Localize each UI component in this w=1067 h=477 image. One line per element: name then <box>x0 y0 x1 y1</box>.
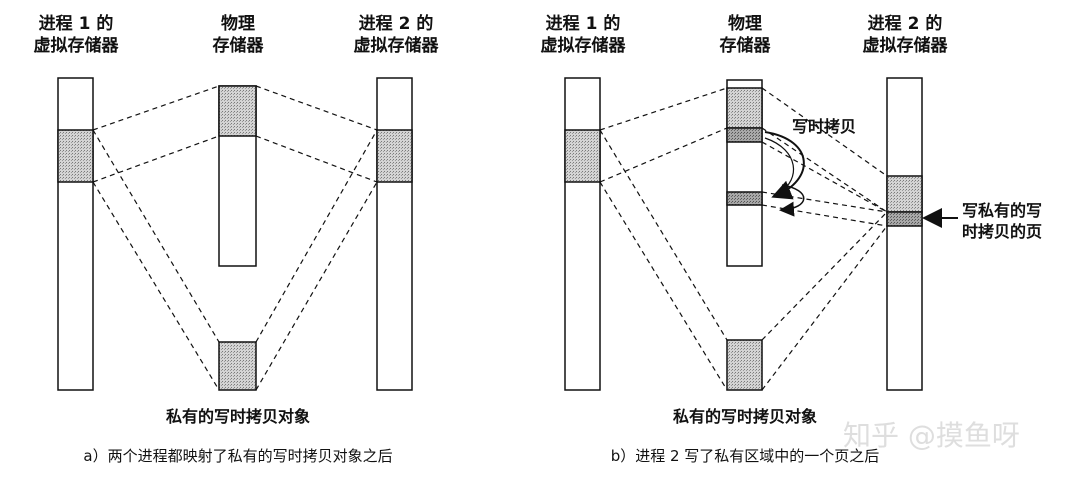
b-phys-mem-label: 物理 存储器 <box>720 13 771 57</box>
a-p2-vm-label-line2: 虚拟存储器 <box>353 36 439 56</box>
line-b7 <box>761 141 888 213</box>
a-p1-vm-label-line1: 进程 1 的 <box>38 14 114 34</box>
b-p2-vm-label-line2: 虚拟存储器 <box>862 36 948 56</box>
b-p1-vm-label-line1: 进程 1 的 <box>545 14 621 34</box>
line-a8 <box>255 181 378 391</box>
p2-vm-bar <box>376 77 413 391</box>
panel-b <box>564 77 958 391</box>
b-phys-mem-label-line1: 物理 <box>728 14 762 34</box>
line-b3 <box>599 129 728 341</box>
line-b8 <box>761 191 888 213</box>
a-phys-mem-label-line2: 存储器 <box>212 36 264 56</box>
phys-mem-page <box>218 85 257 137</box>
copy-arrow-outline <box>764 131 805 200</box>
b-p2-vm-label-line1: 进程 2 的 <box>867 14 943 34</box>
watermark: 知乎 @摸鱼呀 <box>843 419 1020 452</box>
line-a1 <box>92 85 220 131</box>
panel-a <box>57 77 413 391</box>
line-b5 <box>761 87 888 177</box>
panel-a-mapping-lines <box>92 85 378 391</box>
a-phys-mem-label: 物理 存储器 <box>213 13 264 57</box>
line-b11 <box>761 225 888 391</box>
b-object-label: 私有的写时拷贝对象 <box>672 407 818 426</box>
cow-object <box>218 341 257 391</box>
line-b9 <box>761 204 888 227</box>
written-page-label-line2: 时拷贝的页 <box>962 222 1043 241</box>
line-a3 <box>255 85 378 131</box>
copy-on-write-label: 写时拷贝 <box>792 117 857 136</box>
a-p2-vm-label: 进程 2 的 虚拟存储器 <box>354 13 439 57</box>
b-phys-mem-page <box>726 87 763 129</box>
line-a7 <box>255 129 378 343</box>
b-p2-vm-page <box>886 175 923 213</box>
a-object-label: 私有的写时拷贝对象 <box>165 407 311 426</box>
copy-arrow-return <box>779 184 805 217</box>
a-p1-vm-label-line2: 虚拟存储器 <box>33 36 119 56</box>
line-a4 <box>255 135 378 183</box>
line-b2 <box>599 127 728 183</box>
b-p1-vm-label: 进程 1 的 虚拟存储器 <box>541 13 626 57</box>
line-a2 <box>92 135 220 183</box>
b-p1-vm-label-line2: 虚拟存储器 <box>540 36 626 56</box>
line-b10 <box>761 211 888 341</box>
p1-vm-bar <box>57 77 94 391</box>
b-p1-vm-bar <box>564 77 601 391</box>
line-a5 <box>92 129 220 343</box>
b-phys-mem-copy-page <box>726 191 763 206</box>
b-p2-vm-label: 进程 2 的 虚拟存储器 <box>863 13 948 57</box>
b-phys-mem-orig-page <box>726 127 763 143</box>
b-p2-vm-bar <box>886 77 923 391</box>
a-p2-vm-label-line1: 进程 2 的 <box>358 14 434 34</box>
p1-vm-page <box>57 129 94 183</box>
b-cow-object <box>726 339 763 391</box>
a-phys-mem-label-line1: 物理 <box>221 14 255 34</box>
line-b6 <box>761 127 888 213</box>
line-a6 <box>92 181 220 391</box>
p2-vm-page <box>376 129 413 183</box>
copy-arrow-inner <box>764 137 795 193</box>
b-p2-vm-written-page <box>886 211 923 227</box>
a-p1-vm-label: 进程 1 的 虚拟存储器 <box>34 13 119 57</box>
a-caption: a）两个进程都映射了私有的写时拷贝对象之后 <box>83 447 393 465</box>
b-caption: b）进程 2 写了私有区域中的一个页之后 <box>610 447 880 465</box>
b-p1-vm-page <box>564 129 601 183</box>
written-page-label-line1: 写私有的写 <box>962 201 1043 220</box>
b-phys-mem-label-line2: 存储器 <box>719 36 771 56</box>
written-page-label: 写私有的写 时拷贝的页 <box>962 200 1042 242</box>
line-b1 <box>599 87 728 131</box>
line-b4 <box>599 181 728 391</box>
